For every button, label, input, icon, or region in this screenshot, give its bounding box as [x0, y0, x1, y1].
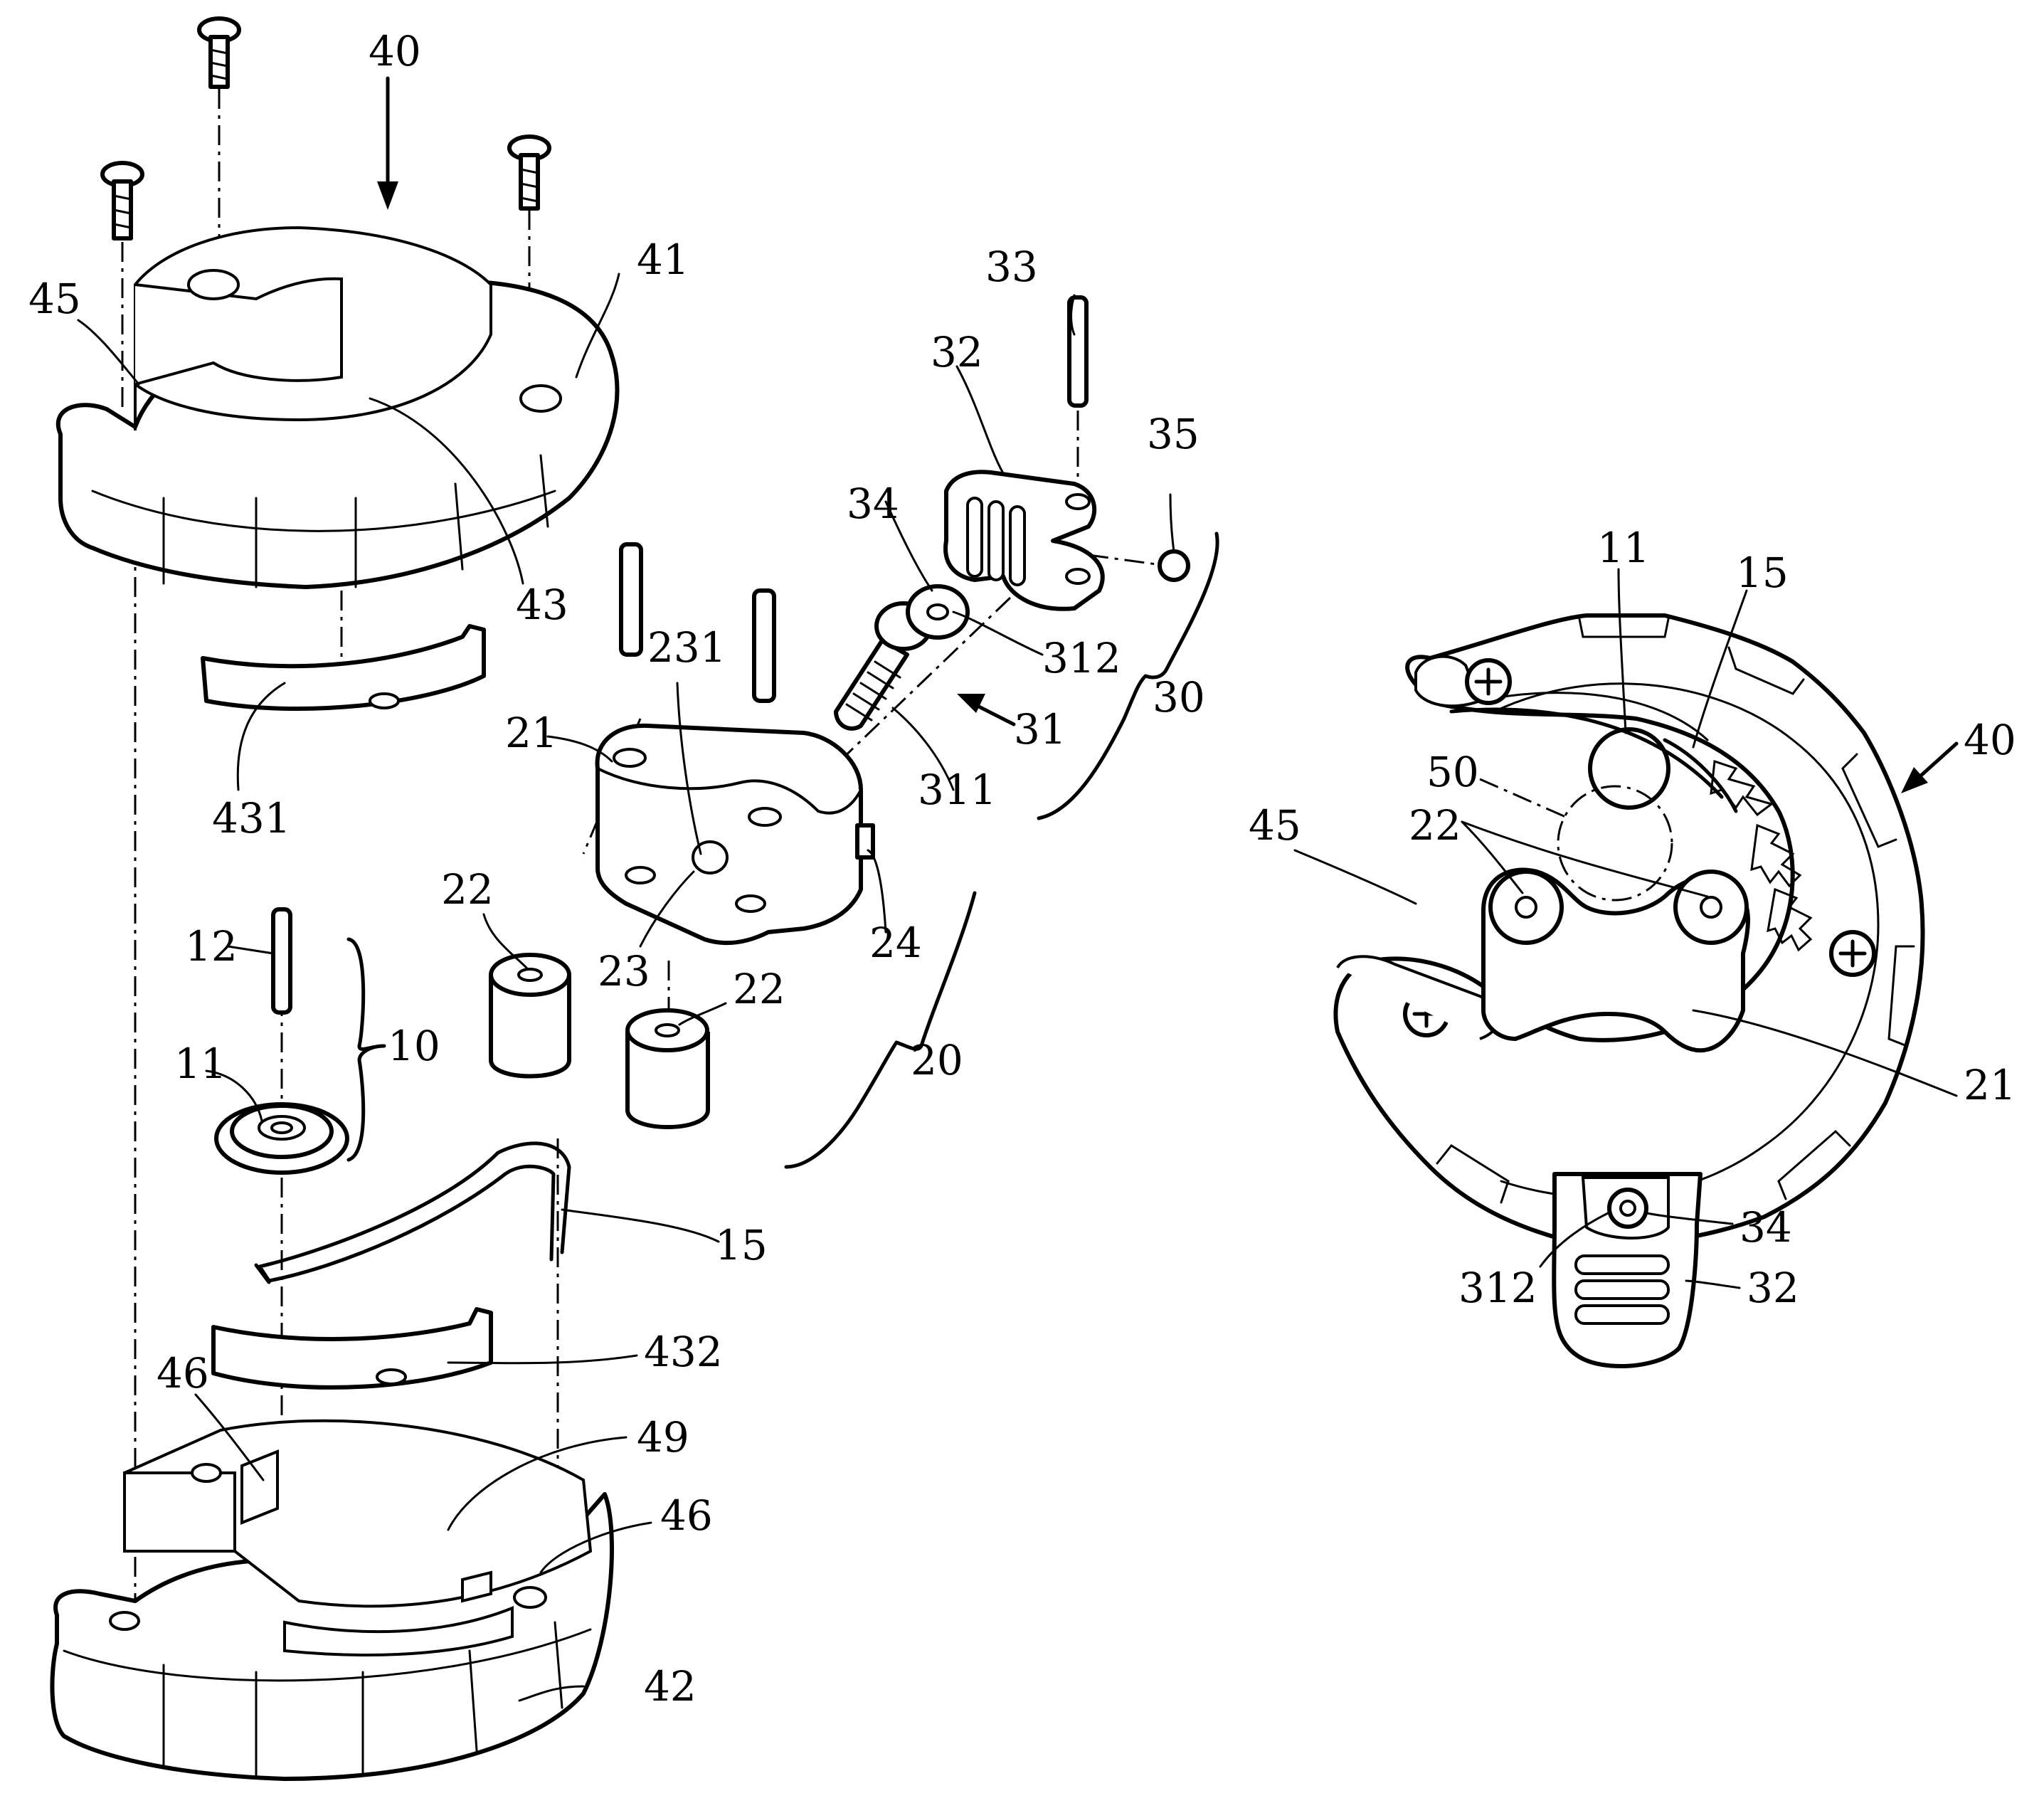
label-23: 23: [598, 947, 650, 995]
label-40-assembled: 40: [1964, 716, 2016, 764]
screw-top-right: [509, 137, 549, 208]
block-21: [598, 726, 873, 943]
label-431: 431: [212, 794, 291, 842]
label-45-assembled: 45: [1249, 801, 1301, 850]
roller-22-left: [491, 955, 569, 1077]
roller-22-right: [628, 1010, 708, 1127]
label-41: 41: [637, 236, 689, 284]
label-33: 33: [985, 243, 1038, 291]
arrow-31: [957, 694, 985, 713]
label-43: 43: [516, 581, 568, 629]
label-42: 42: [644, 1662, 697, 1711]
assembled-screw-right: [1831, 932, 1874, 975]
assembled-screw-top: [1467, 660, 1510, 703]
label-32: 32: [931, 328, 983, 376]
label-311: 311: [918, 766, 997, 814]
label-49: 49: [637, 1413, 689, 1462]
label-12: 12: [185, 922, 238, 971]
arrow-40: [377, 181, 398, 210]
ball-35: [1160, 551, 1188, 580]
label-22-assembled: 22: [1409, 801, 1461, 850]
label-31: 31: [1014, 705, 1066, 754]
label-20: 20: [911, 1036, 963, 1084]
assembled-cutter: [1590, 729, 1668, 808]
label-46-left: 46: [157, 1349, 209, 1397]
plate-432: [213, 1309, 491, 1388]
label-45: 45: [28, 275, 81, 323]
pin-12: [273, 909, 290, 1013]
cutter-wheel: [216, 1104, 347, 1173]
label-40: 40: [369, 27, 421, 75]
label-21-assembled: 21: [1964, 1061, 2016, 1109]
label-30: 30: [1153, 673, 1205, 722]
screw-top-left: [102, 163, 142, 238]
label-15: 15: [715, 1221, 768, 1269]
label-15-assembled: 15: [1736, 549, 1789, 597]
screw-top-center: [199, 18, 239, 87]
label-10: 10: [388, 1022, 440, 1070]
plate-431: [203, 626, 484, 709]
label-34-assembled: 34: [1739, 1203, 1792, 1252]
label-432: 432: [644, 1328, 723, 1376]
label-24: 24: [869, 919, 922, 967]
label-50: 50: [1426, 748, 1479, 796]
label-22-right: 22: [733, 965, 785, 1013]
label-34: 34: [847, 480, 899, 528]
label-11: 11: [174, 1040, 227, 1088]
label-35: 35: [1147, 410, 1200, 458]
assembled-lever-32: [1554, 1174, 1700, 1366]
label-46-right: 46: [660, 1491, 713, 1540]
label-32-assembled: 32: [1747, 1264, 1799, 1312]
lower-housing: [52, 1421, 612, 1779]
pin-block-right: [754, 591, 774, 701]
upper-housing: [58, 228, 618, 587]
label-11-assembled: 11: [1597, 524, 1650, 572]
pin-block-left: [621, 544, 641, 655]
label-22-left: 22: [441, 865, 494, 914]
exploded-view: 40 41 45 43 431 12 10 11 15 432 46 49 46…: [28, 18, 1217, 1779]
bracket-10: [349, 939, 384, 1160]
lever-32: [946, 472, 1103, 609]
label-312-assembled: 312: [1458, 1264, 1537, 1312]
label-312: 312: [1042, 634, 1121, 682]
label-231: 231: [647, 623, 726, 672]
label-21: 21: [505, 709, 558, 757]
assembled-view: 11 15 40 50 45 22 21 34 312 32: [1249, 524, 2016, 1366]
